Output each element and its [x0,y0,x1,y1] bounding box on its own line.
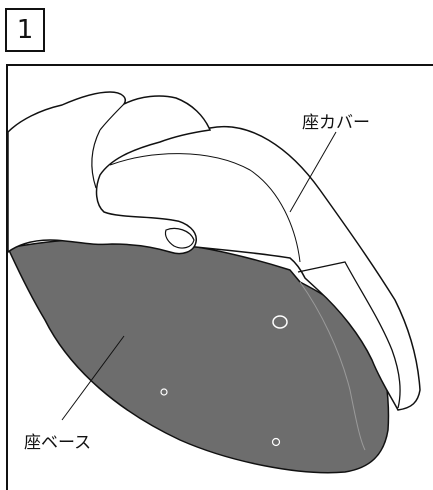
leader-line-seat-cover [289,131,337,213]
seat-base-seam [299,281,366,451]
leader-line-seat-base [61,335,125,421]
seat-base-label: 座ベース [24,433,92,453]
seat-base-hole-small [271,437,281,447]
seat-cover-label: 座カバー [302,113,370,133]
step-number-badge: 1 [5,8,45,52]
seat-cover-lip [297,261,401,409]
seat-base-hole-small [160,388,168,396]
finger-line [99,103,125,131]
frame-border [6,64,433,490]
seat-cover-shape [95,125,421,411]
thumb-nail [164,227,195,249]
seat-cover-edge [109,153,301,263]
finger-line [91,129,101,189]
step-number: 1 [16,15,34,45]
seat-base-hole-large [272,315,288,329]
hand-shape [7,91,212,255]
